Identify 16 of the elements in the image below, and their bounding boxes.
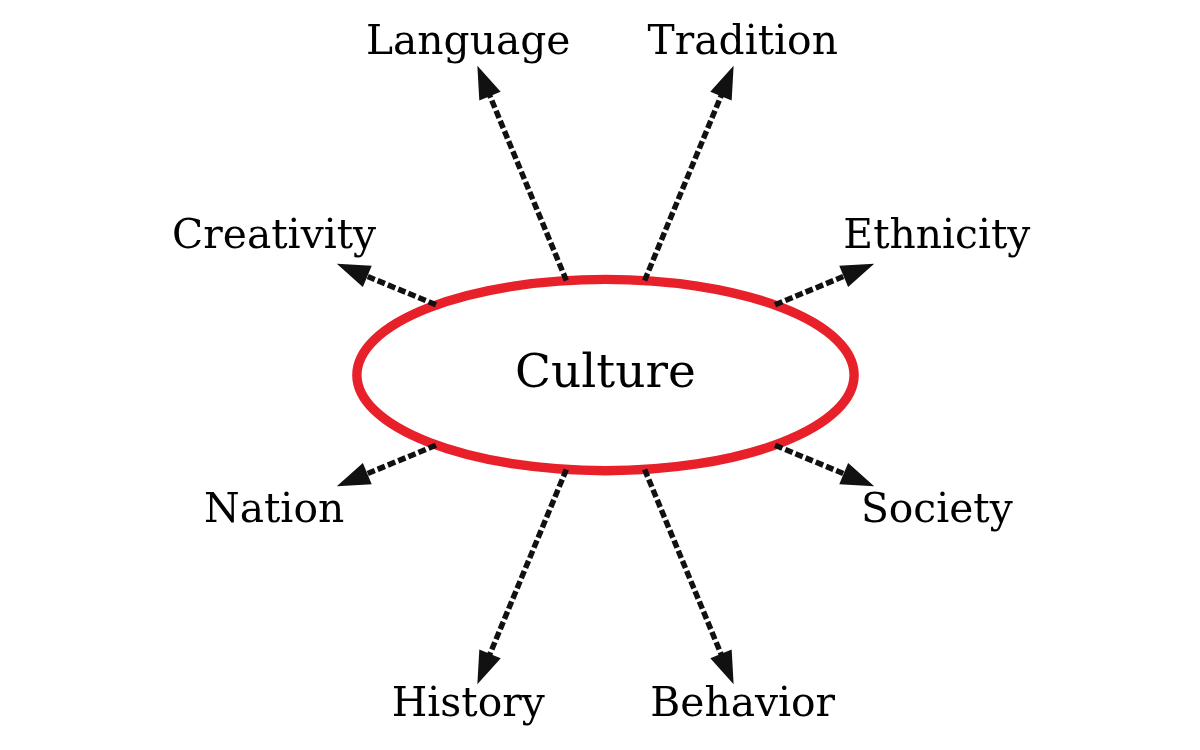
arrow — [642, 65, 734, 282]
node-text: Creativity — [172, 209, 377, 258]
arrow — [477, 65, 569, 282]
node-text: Behavior — [650, 678, 836, 727]
node-text: History — [391, 678, 545, 727]
arrow — [774, 442, 875, 487]
node-text: Language — [365, 15, 571, 64]
node-text: Tradition — [647, 15, 838, 64]
arrow — [774, 263, 875, 308]
node-text: Ethnicity — [843, 209, 1031, 258]
arrow — [642, 468, 734, 685]
arrow — [336, 442, 437, 487]
node-text: Society — [860, 484, 1013, 533]
arrow — [477, 468, 569, 685]
arrow — [336, 263, 437, 308]
node-text: Nation — [204, 484, 345, 533]
